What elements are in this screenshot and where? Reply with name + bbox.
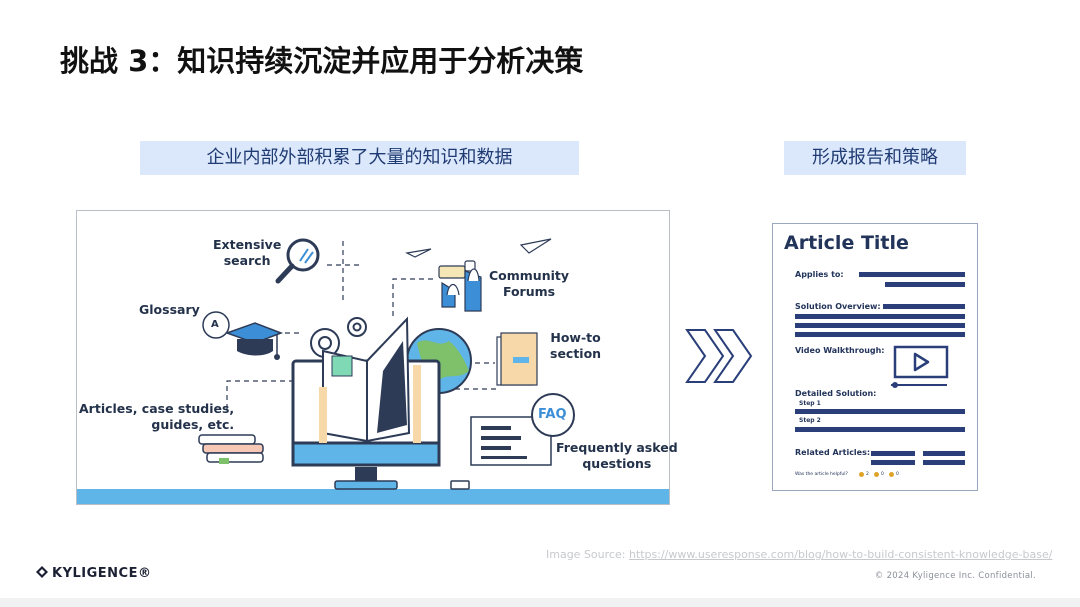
text-line [923, 451, 965, 456]
knowledge-base-illustration: Extensive search Community Forums Glossa… [76, 210, 678, 505]
text-line [859, 272, 965, 277]
gear-icon [310, 317, 367, 358]
solution-overview-label: Solution Overview: [795, 302, 881, 311]
community-forums-label: Community Forums [489, 268, 570, 299]
articles-label: Articles, case studies, guides, etc. [79, 401, 235, 432]
reports-strategy-banner: 形成报告和策略 [784, 141, 966, 175]
article-document-mockup: Article Title Applies to: Solution Overv… [772, 223, 978, 491]
glossary-label: Glossary [139, 302, 200, 317]
book-stack-icon [198, 434, 264, 464]
faq-badge-label: FAQ [538, 407, 567, 422]
chevron-right-icon [685, 329, 753, 383]
logo-mark-icon [36, 566, 48, 578]
text-line [795, 427, 965, 432]
text-line [871, 451, 915, 456]
copyright: © 2024 Kyligence Inc. Confidential. [874, 571, 1036, 581]
step-2-label: Step 2 [799, 417, 821, 424]
image-source-prefix: Image Source: [546, 548, 629, 561]
image-source: Image Source: https://www.useresponse.co… [546, 548, 1052, 561]
related-articles-label: Related Articles: [795, 448, 871, 457]
text-line [795, 409, 965, 414]
text-line [923, 460, 965, 465]
logo-text: KYLIGENCE® [52, 566, 152, 581]
illustration-graphic [77, 238, 669, 504]
bottom-strip [0, 598, 1080, 607]
text-line [885, 282, 965, 287]
image-source-link[interactable]: https://www.useresponse.com/blog/how-to-… [628, 548, 1053, 561]
text-line [795, 323, 965, 328]
computer-monitor-icon [291, 316, 441, 490]
faq-document-icon [470, 393, 575, 466]
detailed-solution-label: Detailed Solution: [795, 389, 877, 398]
step-1-label: Step 1 [799, 400, 821, 407]
howto-label: How-to section [550, 330, 602, 361]
text-line [871, 460, 915, 465]
video-player-icon [891, 345, 949, 388]
reaction-count: 0 [896, 472, 899, 477]
text-line [795, 332, 965, 337]
reaction-count: 2 [866, 472, 869, 477]
knowledge-data-banner: 企业内部外部积累了大量的知识和数据 [140, 141, 579, 175]
applies-to-label: Applies to: [795, 270, 844, 279]
reaction-count: 0 [881, 472, 884, 477]
article-title: Article Title [784, 232, 909, 254]
slide-title: 挑战 3：知识持续沉淀并应用于分析决策 [60, 44, 584, 78]
reaction-icon [889, 472, 894, 477]
reaction-icon [859, 472, 864, 477]
reaction-icon [874, 472, 879, 477]
community-forum-icon [438, 260, 482, 312]
glossary-letter: A [211, 319, 219, 330]
helpful-prompt: Was the article helpful? [795, 472, 848, 477]
graduation-cap-icon [202, 311, 284, 360]
search-icon [275, 238, 320, 284]
text-line [883, 304, 965, 309]
faq-label: Frequently asked questions [556, 440, 678, 471]
text-line [795, 314, 965, 319]
kyligence-logo: KYLIGENCE® [36, 566, 151, 581]
extensive-search-label: Extensive search [213, 237, 282, 268]
howto-book-icon [496, 332, 538, 386]
video-walkthrough-label: Video Walkthrough: [795, 346, 885, 355]
